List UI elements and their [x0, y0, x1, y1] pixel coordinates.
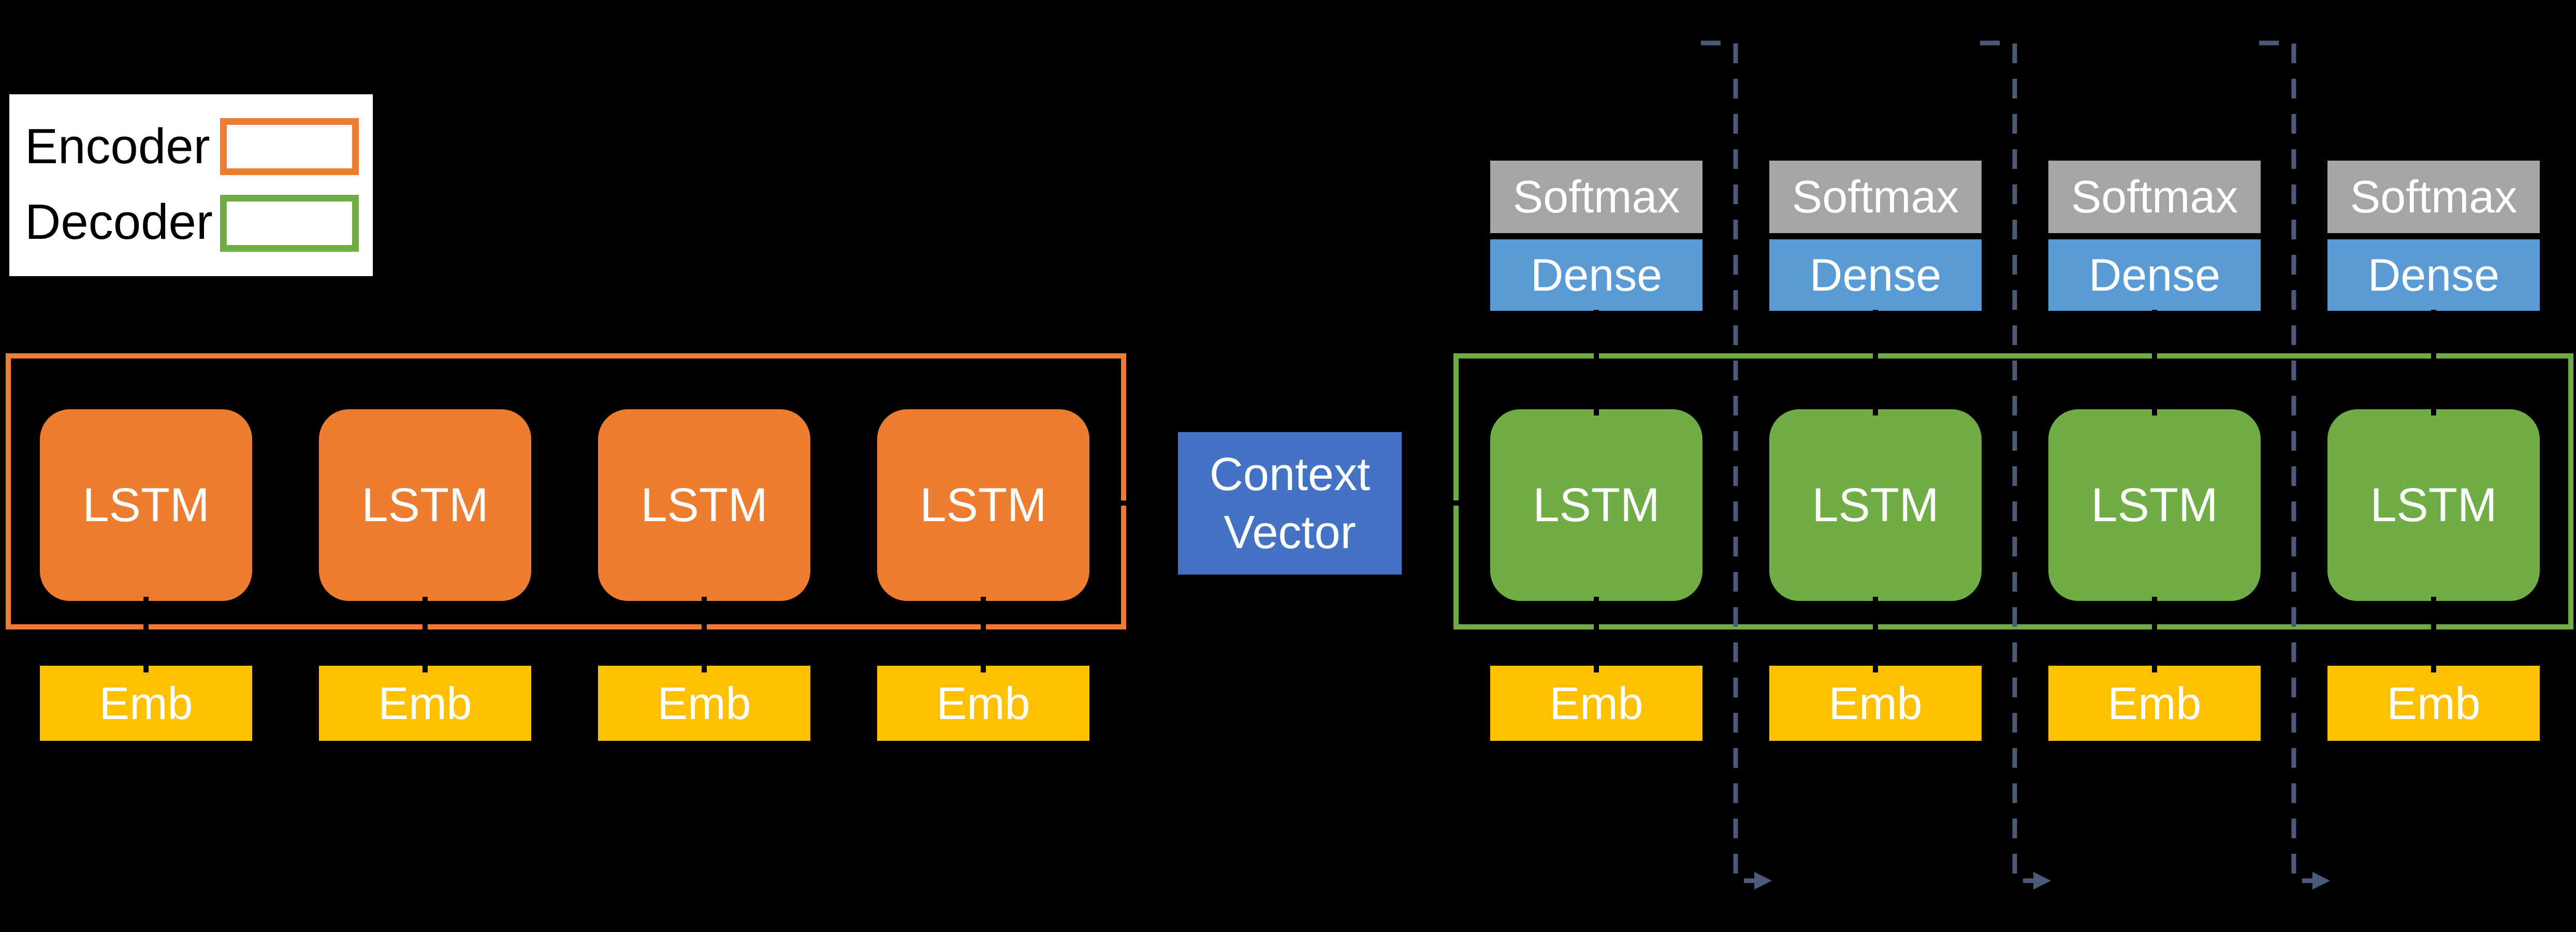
context-vector-box: Context Vector	[1178, 432, 1402, 575]
decoder-dense-4: Dense	[2327, 239, 2540, 311]
decoder-emb-2: Emb	[1769, 666, 1982, 741]
encoder-lstm-2: LSTM	[319, 409, 531, 601]
legend-encoder-label: Encoder	[25, 119, 210, 174]
encoder-group-outline	[6, 353, 1126, 629]
encoder-emb-1: Emb	[40, 666, 252, 741]
legend: Encoder Decoder	[9, 94, 373, 276]
feedback-arrow-3	[2259, 40, 2315, 883]
encoder-emb-2: Emb	[319, 666, 531, 741]
encoder-input-connector-1	[143, 597, 149, 672]
feedback-arrowhead-3-icon	[2312, 872, 2330, 890]
encoder-input-connector-3	[702, 597, 707, 672]
encoder-lstm-1: LSTM	[40, 409, 252, 601]
decoder-input-connector-4	[2431, 597, 2436, 672]
decoder-input-connector-2	[1873, 597, 1878, 672]
decoder-dense-2: Dense	[1769, 239, 1982, 311]
decoder-emb-1: Emb	[1490, 666, 1702, 741]
encoder-input-connector-2	[423, 597, 428, 672]
decoder-emb-3: Emb	[2048, 666, 2261, 741]
encoder-lstm-3: LSTM	[598, 409, 810, 601]
decoder-softmax-1: Softmax	[1490, 161, 1702, 233]
encoder-emb-3: Emb	[598, 666, 810, 741]
feedback-arrow-2	[1980, 40, 2035, 883]
encoder-emb-4: Emb	[877, 666, 1089, 741]
feedback-arrowhead-1-icon	[1754, 872, 1772, 890]
decoder-output-connector-4	[2431, 310, 2436, 415]
decoder-dense-1: Dense	[1490, 239, 1702, 311]
decoder-color-swatch-icon	[220, 195, 359, 252]
decoder-input-connector-1	[1594, 597, 1599, 672]
decoder-input-connector-3	[2152, 597, 2157, 672]
decoder-dense-3: Dense	[2048, 239, 2261, 311]
decoder-softmax-2: Softmax	[1769, 161, 1982, 233]
decoder-softmax-3: Softmax	[2048, 161, 2261, 233]
decoder-emb-4: Emb	[2327, 666, 2540, 741]
decoder-lstm-2: LSTM	[1769, 409, 1982, 601]
legend-decoder-label: Decoder	[25, 194, 213, 250]
decoder-lstm-3: LSTM	[2048, 409, 2261, 601]
decoder-lstm-1: LSTM	[1490, 409, 1702, 601]
decoder-lstm-4: LSTM	[2327, 409, 2540, 601]
decoder-output-connector-2	[1873, 310, 1878, 415]
decoder-softmax-4: Softmax	[2327, 161, 2540, 233]
encoder-input-connector-4	[981, 597, 986, 672]
encoder-lstm-4: LSTM	[877, 409, 1089, 601]
feedback-arrow-1	[1701, 40, 1756, 883]
feedback-arrowhead-2-icon	[2033, 872, 2051, 890]
encoder-color-swatch-icon	[220, 118, 359, 175]
decoder-output-connector-1	[1594, 310, 1599, 415]
decoder-output-connector-3	[2152, 310, 2157, 415]
